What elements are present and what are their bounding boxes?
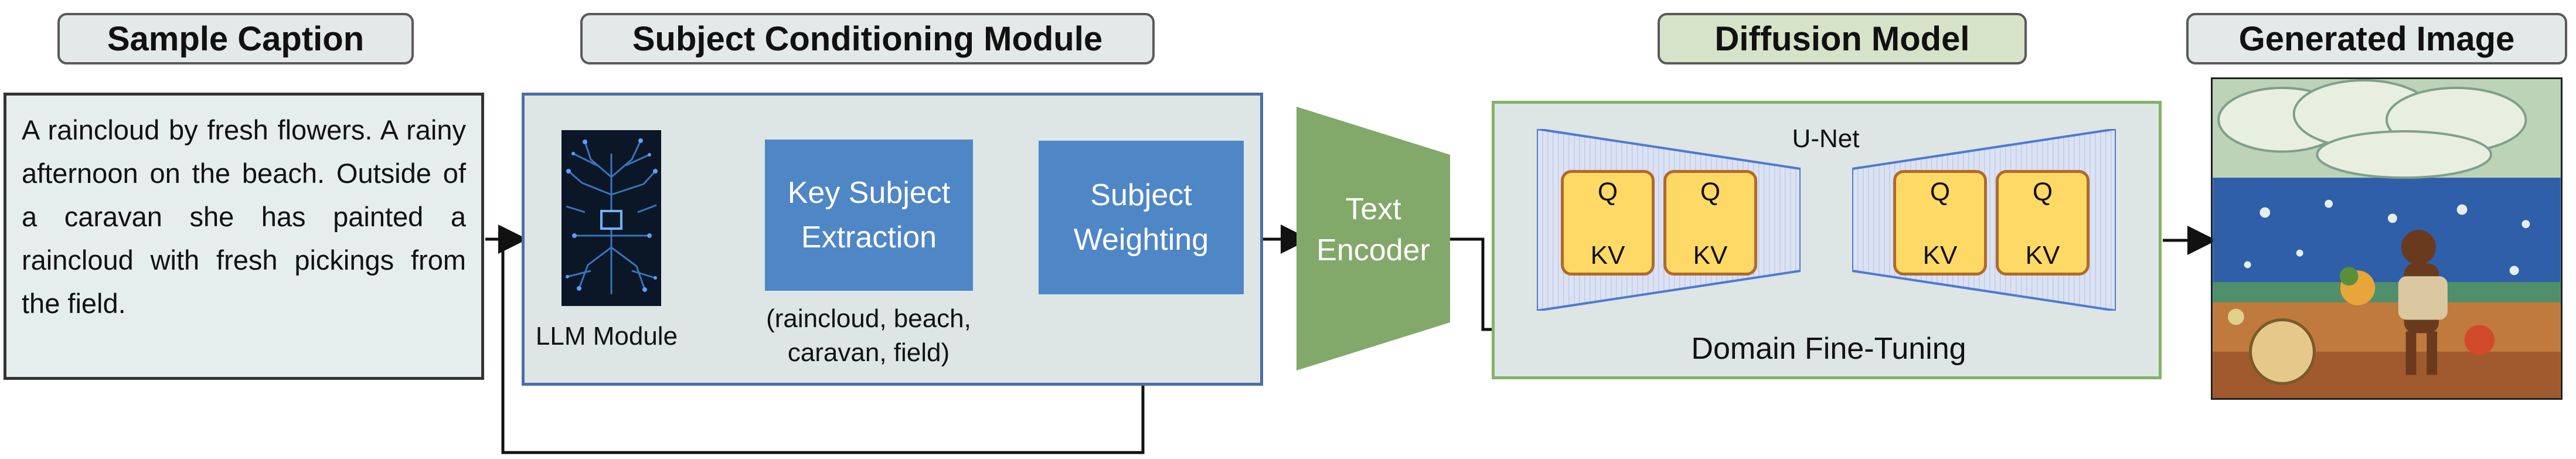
sample-caption-text: A raincloud by fresh flowers. A rainy af… (4, 93, 484, 380)
domain-fine-tuning-label: Domain Fine-Tuning (1691, 332, 1966, 366)
llm-chip-icon (562, 130, 661, 306)
header-diffusion-model: Diffusion Model (1658, 13, 2027, 64)
subject-weighting-box: Subject Weighting (1039, 141, 1244, 294)
attention-block-1: Q KV (1561, 170, 1655, 276)
attention-block-4: Q KV (1996, 170, 2090, 276)
unet-label: U-Net (1792, 124, 1860, 153)
key-value-label: KV (1922, 241, 1958, 270)
key-subject-extraction-box: Key Subject Extraction (765, 140, 973, 291)
text-encoder-label: Text Encoder (1316, 192, 1430, 267)
text-encoder-shape (1296, 107, 1450, 370)
llm-module-label: LLM Module (535, 322, 678, 351)
key-value-label: KV (2025, 241, 2060, 270)
attention-block-3: Q KV (1893, 170, 1987, 276)
generated-painting-image (2211, 77, 2563, 400)
key-value-label: KV (1693, 241, 1728, 270)
query-label: Q (1700, 178, 1721, 206)
header-subject-conditioning: Subject Conditioning Module (580, 13, 1155, 64)
query-label: Q (1597, 178, 1618, 206)
header-sample-caption: Sample Caption (57, 13, 414, 64)
header-generated-image: Generated Image (2186, 13, 2567, 64)
key-value-label: KV (1590, 241, 1625, 270)
query-label: Q (1930, 178, 1951, 206)
attention-block-2: Q KV (1663, 170, 1757, 276)
extracted-subjects-label: (raincloud, beach, caravan, field) (766, 304, 971, 367)
query-label: Q (2032, 178, 2053, 206)
